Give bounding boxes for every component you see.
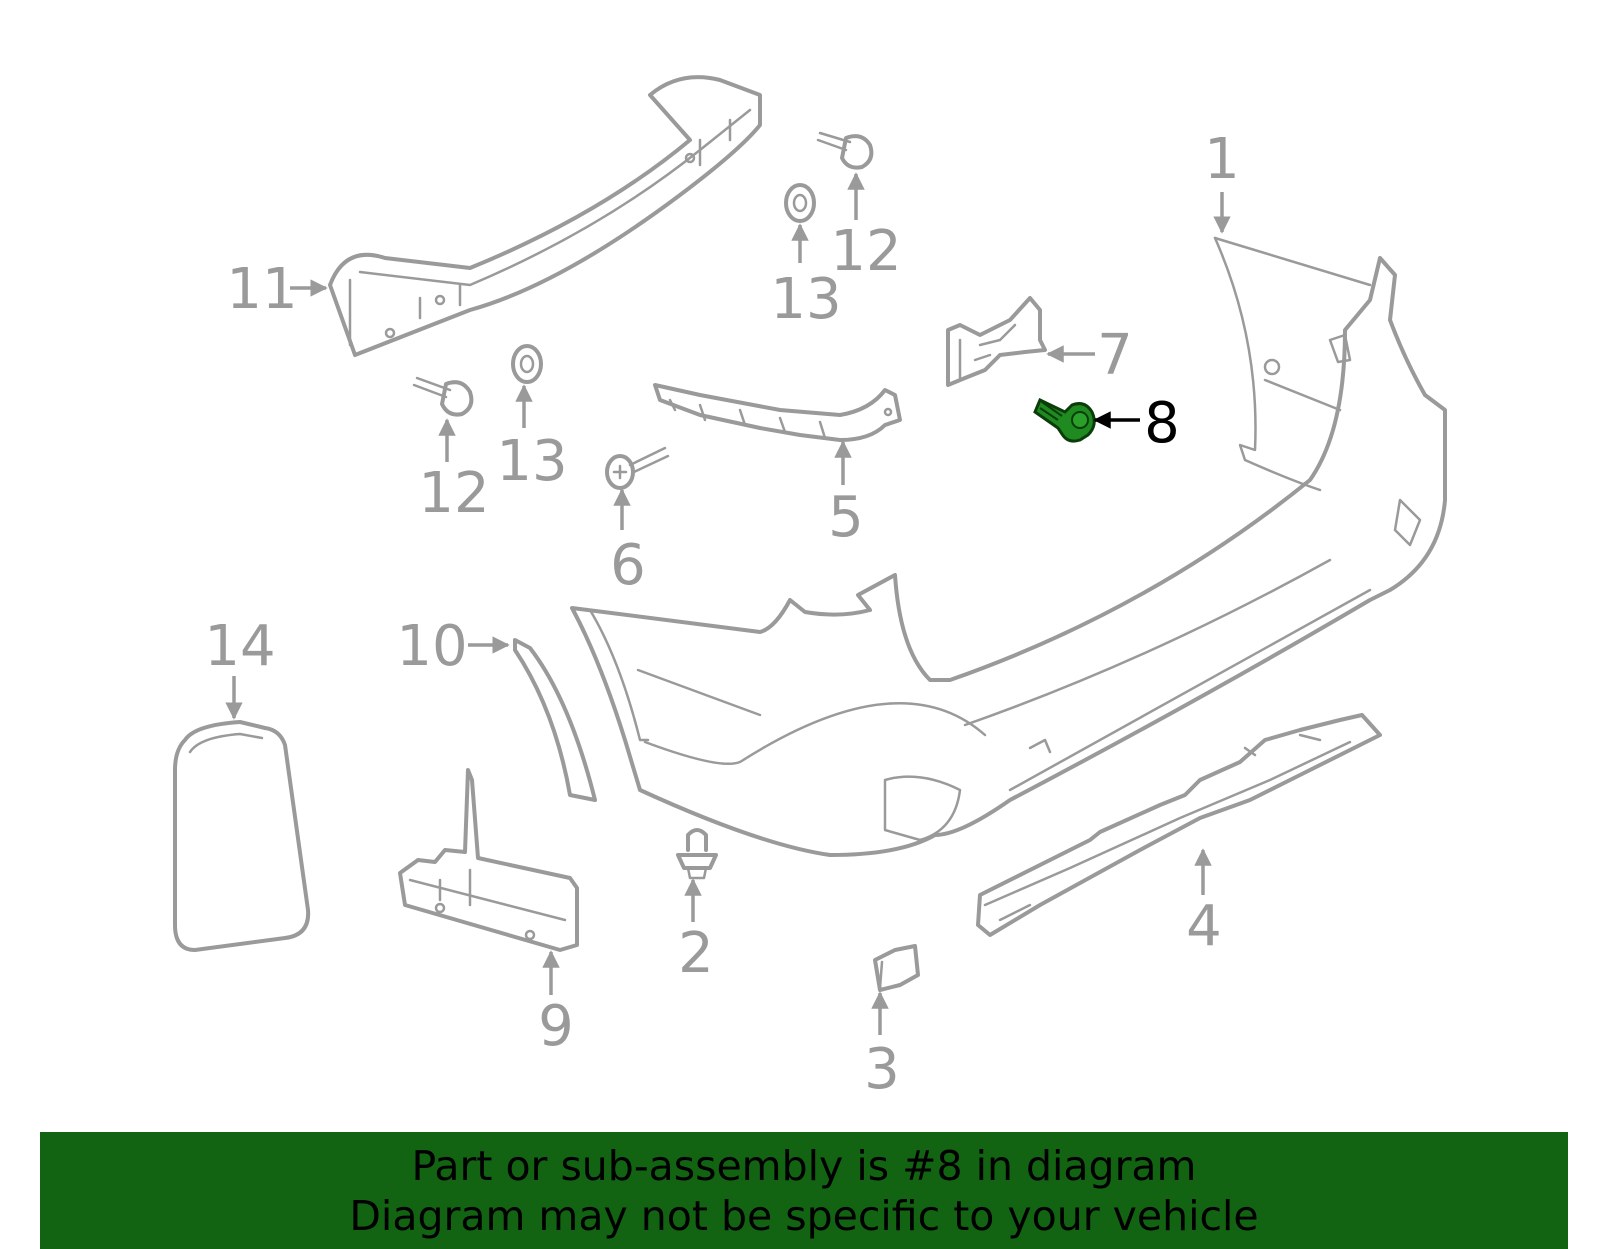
callout-7: 7: [1097, 323, 1133, 388]
part-12-bolt-top: [816, 131, 874, 170]
banner-line-part-info: Part or sub-assembly is #8 in diagram: [411, 1141, 1197, 1190]
part-9-bracket: [398, 768, 579, 952]
part-5-bracket: [653, 383, 902, 442]
callout-11: 11: [226, 257, 297, 322]
part-4-lower-reinforcement: [976, 713, 1382, 937]
callout-8: 8: [1144, 391, 1180, 456]
callout-4: 4: [1186, 894, 1222, 959]
part-1-bumper-cover: [570, 236, 1447, 857]
callout-12-top: 12: [830, 219, 901, 284]
part-7-side-bracket: [946, 296, 1047, 387]
callout-5: 5: [828, 485, 864, 550]
callout-3: 3: [864, 1037, 900, 1102]
part-12-bolt-lower: [412, 376, 474, 417]
part-6-screw: [605, 446, 670, 490]
part-14-lamp: [173, 720, 311, 952]
part-10-trim-strip: [513, 638, 597, 802]
callout-6: 6: [610, 533, 646, 598]
part-2-clip: [676, 828, 718, 880]
part-11-reinforcement-bar: [328, 75, 762, 357]
callout-13-lower: 13: [496, 429, 567, 494]
part-8-bolt: [1033, 397, 1096, 443]
callout-2: 2: [678, 921, 714, 986]
callout-12-lower: 12: [418, 461, 489, 526]
callout-1: 1: [1204, 127, 1240, 192]
banner-line-disclaimer: Diagram may not be specific to your vehi…: [349, 1191, 1259, 1240]
part-3-cap: [873, 944, 920, 992]
parts-diagram: 1 2 3 4 5 6 7 8 9 10 11 12 12 13 13 14: [173, 75, 1447, 1102]
info-banner: Part or sub-assembly is #8 in diagram Di…: [40, 1132, 1568, 1249]
callout-13-top: 13: [770, 267, 841, 332]
part-13-nut-lower: [511, 344, 543, 384]
callout-10: 10: [396, 614, 467, 679]
callout-14: 14: [204, 614, 275, 679]
part-13-nut-top: [784, 183, 816, 223]
callout-9: 9: [538, 994, 574, 1059]
